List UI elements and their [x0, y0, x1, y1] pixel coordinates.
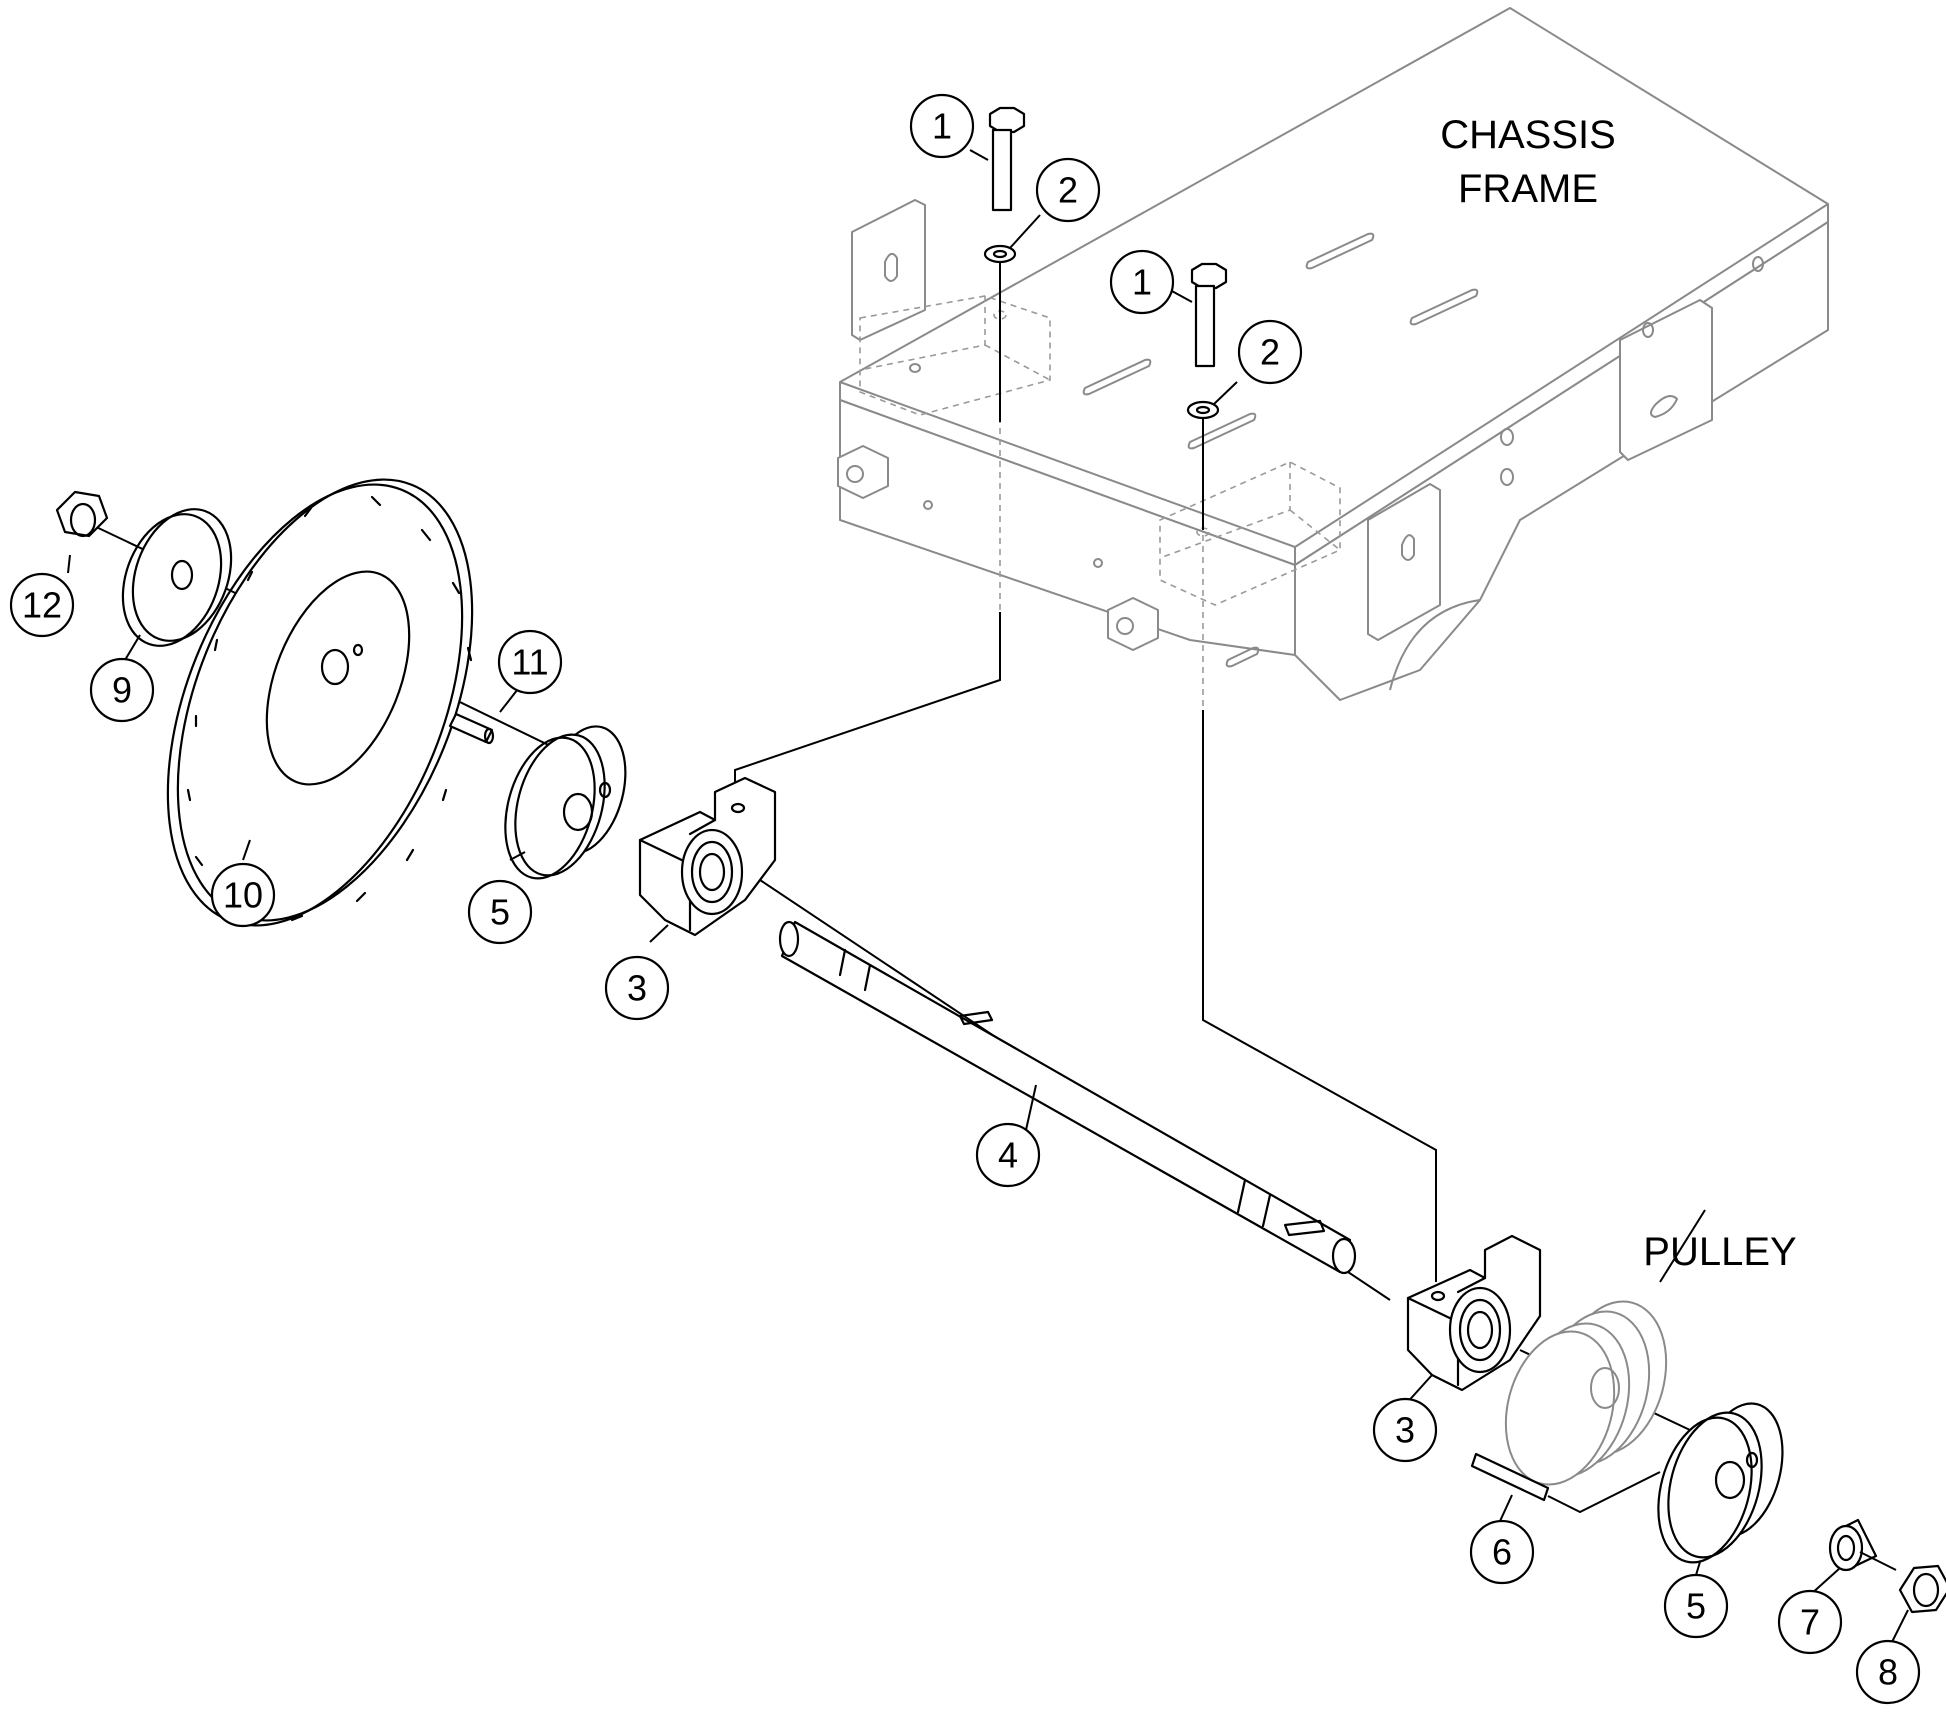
- washer-2a: [983, 244, 1017, 264]
- key-6: [1470, 1452, 1550, 1502]
- svg-text:1: 1: [1132, 262, 1152, 303]
- bearing-3-right: [1406, 1234, 1542, 1392]
- svg-text:5: 5: [490, 892, 510, 933]
- callout-12-nut: 12: [9, 572, 75, 638]
- svg-text:1: 1: [932, 106, 952, 147]
- flange-washer-9: [121, 508, 233, 647]
- pin-11: [448, 712, 495, 745]
- svg-text:2: 2: [1260, 332, 1280, 373]
- svg-text:4: 4: [998, 1135, 1018, 1176]
- pulley-label-text: PULLEY: [1643, 1230, 1796, 1274]
- svg-text:3: 3: [627, 968, 647, 1009]
- bolt-1a: [988, 106, 1026, 212]
- pulley: [1504, 1300, 1668, 1486]
- callout-4-shaft: 4: [975, 1122, 1041, 1188]
- callout-7-spacer: 7: [1777, 1589, 1843, 1655]
- callout-5-hub-left: 5: [467, 879, 533, 945]
- chassis-label-line1: CHASSIS: [1440, 113, 1616, 157]
- chassis-frame: [837, 7, 1829, 710]
- hub-5-left: [504, 725, 627, 880]
- callout-6-key: 6: [1469, 1519, 1535, 1585]
- shaft-4: [778, 920, 1357, 1275]
- callout-3-bearing-right: 3: [1372, 1397, 1438, 1463]
- svg-text:3: 3: [1395, 1410, 1415, 1451]
- nut-8: [1898, 1564, 1946, 1614]
- callout-1-bolt-a: 1: [909, 93, 975, 159]
- svg-text:7: 7: [1800, 1602, 1820, 1643]
- bolt-1b: [1190, 262, 1228, 368]
- svg-text:11: 11: [511, 642, 548, 683]
- callout-10-blade: 10: [210, 862, 276, 928]
- svg-text:8: 8: [1878, 1652, 1898, 1693]
- bearing-3-left: [638, 776, 777, 937]
- chassis-label-line2: FRAME: [1458, 167, 1598, 211]
- chassis-frame-label: CHASSIS FRAME: [1440, 113, 1616, 211]
- callout-1-bolt-b: 1: [1109, 249, 1175, 315]
- nut-12: [55, 490, 109, 538]
- callout-3-bearing-left: 3: [604, 955, 670, 1021]
- callout-8-nut: 8: [1855, 1639, 1921, 1705]
- svg-text:5: 5: [1686, 1586, 1706, 1627]
- svg-text:2: 2: [1058, 170, 1078, 211]
- callout-5-hub-right: 5: [1663, 1573, 1729, 1639]
- callout-2-washer-a: 2: [1035, 157, 1101, 223]
- svg-text:10: 10: [223, 875, 263, 916]
- svg-text:6: 6: [1492, 1532, 1512, 1573]
- spacer-7: [1828, 1518, 1878, 1572]
- callout-9-flange-washer: 9: [89, 657, 155, 723]
- hub-5-right: [1657, 1402, 1784, 1564]
- washer-2b: [1186, 400, 1220, 420]
- callout-2-washer-b: 2: [1237, 319, 1303, 385]
- pulley-label: PULLEY: [1643, 1230, 1796, 1274]
- callout-11-pin: 11: [497, 629, 563, 695]
- svg-text:9: 9: [112, 670, 132, 711]
- svg-text:12: 12: [22, 585, 62, 626]
